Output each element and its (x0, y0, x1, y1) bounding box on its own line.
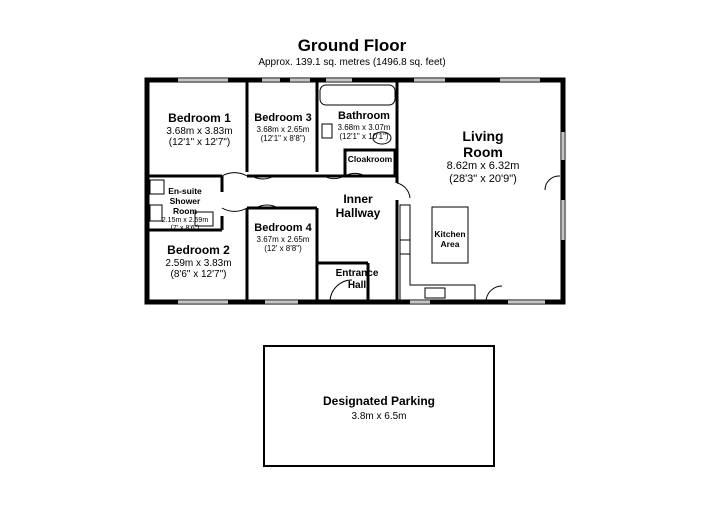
bedroom-3-label: Bedroom 3 3.68m x 2.65m (12'1" x 8'8") (254, 112, 312, 143)
internal-walls (145, 80, 399, 302)
floor-title: Ground Floor (297, 36, 407, 55)
kitchen-area-label: Kitchen Area (434, 229, 466, 250)
entrance-hall-label: Entrance Hall (335, 268, 379, 291)
cloakroom-label: Cloakroom (347, 154, 393, 164)
ensuite-fittings (149, 179, 214, 227)
designated-parking: Designated Parking 3.8m x 6.5m (263, 345, 495, 467)
bedroom-4-label: Bedroom 4 3.67m x 2.65m (12' x 8'8") (254, 222, 312, 253)
ensuite-label: En-suite Shower Room 2.15m x 2.59m (7' x… (161, 186, 209, 232)
parking-label: Designated Parking (322, 394, 436, 408)
bathroom-fittings (319, 84, 396, 145)
inner-hallway-label: Inner Hallway (335, 192, 381, 220)
floor-area: Approx. 139.1 sq. metres (1496.8 sq. fee… (258, 57, 446, 68)
bedroom-1-label: Bedroom 1 3.68m x 3.83m (12'1" x 12'7") (166, 111, 233, 149)
living-room-label: Living Room 8.62m x 6.32m (28'3" x 20'9"… (446, 128, 520, 185)
bedroom-2-label: Bedroom 2 2.59m x 3.83m (8'6" x 12'7") (165, 243, 232, 281)
parking-size: 3.8m x 6.5m (351, 411, 407, 422)
kitchen-units (399, 204, 476, 301)
door-swings (221, 172, 561, 303)
bathroom-label: Bathroom 3.68m x 3.07m (12'1" x 10'1") (337, 110, 391, 141)
